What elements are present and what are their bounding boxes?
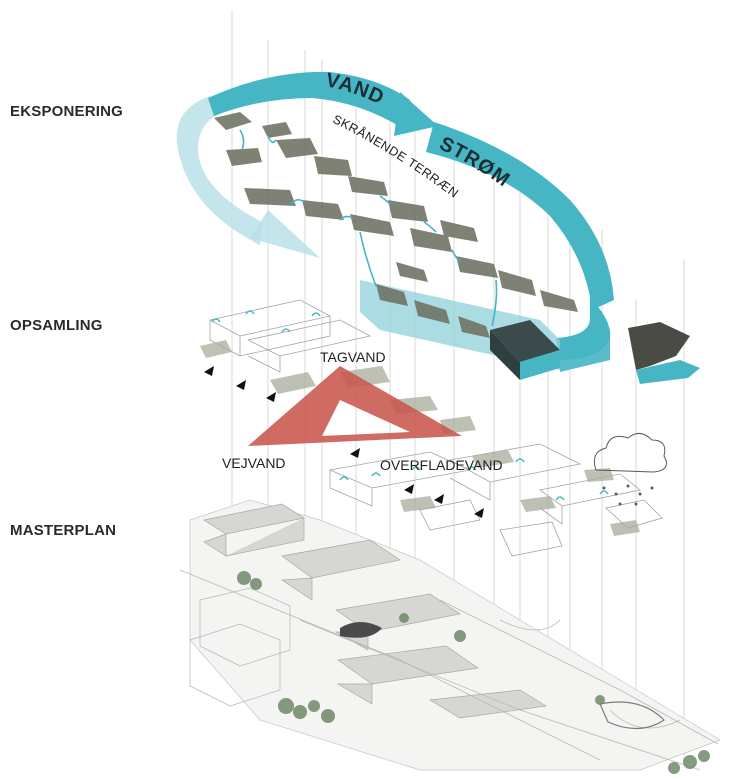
rain-cloud-icon xyxy=(593,433,667,506)
triangle-label-left: VEJVAND xyxy=(222,455,286,471)
layer-label-collection: OPSAMLING xyxy=(10,317,103,334)
masterplan-pond xyxy=(340,622,665,730)
water-collector-box xyxy=(490,320,560,380)
triangle-shape xyxy=(248,366,462,446)
flow-arrow-back xyxy=(176,96,262,245)
collection-triangle: TAGVAND VEJVAND OVERFLADEVAND xyxy=(222,349,503,473)
flow-arrows xyxy=(204,366,484,518)
terrain-patches xyxy=(214,112,578,338)
drain-markers xyxy=(211,310,609,501)
triangle-label-top: TAGVAND xyxy=(320,349,386,365)
water-channels xyxy=(239,129,498,327)
masterplan-trees xyxy=(237,571,710,774)
surface-patches xyxy=(200,340,640,536)
outlet-channel xyxy=(628,322,700,384)
layer-label-exposure: EKSPONERING xyxy=(10,103,124,120)
flow-shelf-right xyxy=(560,330,610,372)
masterplan-roads xyxy=(179,569,719,771)
flow-band-vand xyxy=(208,71,410,128)
flow-arrowhead-back xyxy=(250,210,320,258)
layer-label-masterplan: MASTERPLAN xyxy=(10,522,117,539)
flow-arrowhead-vand xyxy=(394,92,438,136)
triangle-label-right: OVERFLADEVAND xyxy=(380,457,503,473)
flow-band-strom xyxy=(426,122,614,310)
